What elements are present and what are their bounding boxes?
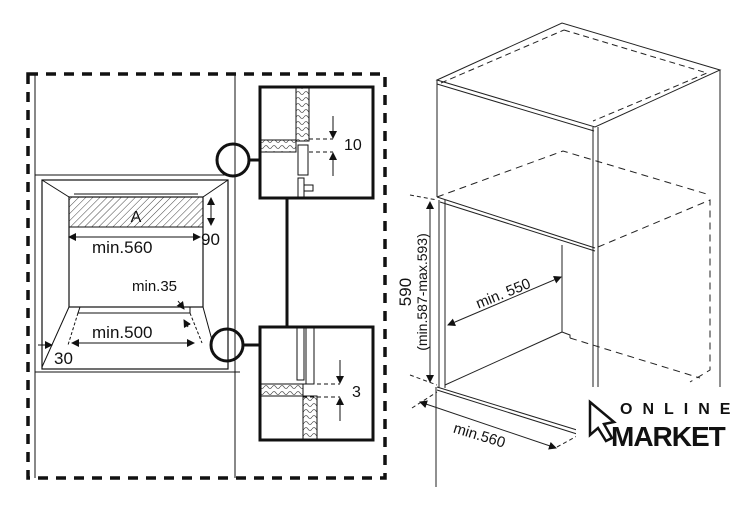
ventilation-area-a	[68, 196, 204, 228]
dim-min-500: min.500	[92, 323, 152, 342]
online-market-logo: ONLINE MARKET	[576, 388, 744, 452]
label-a: A	[131, 209, 142, 226]
dim-90: 90	[201, 230, 220, 249]
oven-frame	[41, 179, 229, 370]
dim-3: 3	[352, 384, 361, 401]
detail-marker-top	[215, 142, 251, 178]
cabinet-outline-dashed	[26, 72, 387, 480]
detail-top: 10	[258, 85, 375, 200]
detail-bottom: 3	[258, 325, 375, 442]
dim-width-min-560-cabinet: min.560	[451, 420, 507, 452]
detail-marker-bottom	[209, 327, 245, 363]
dim-height-590: 590	[396, 278, 415, 306]
logo-online: ONLINE	[620, 401, 740, 418]
dim-width-min-560: min.560	[92, 238, 152, 257]
logo-market: MARKET	[611, 421, 726, 452]
dim-min-35: min.35	[132, 278, 177, 295]
dim-depth-min-550: min. 550	[473, 275, 533, 312]
front-view: A min.560 90 min.35 min.500 30 10	[26, 72, 387, 480]
cursor-icon	[588, 399, 617, 443]
dim-height-range: (min.587-max.593)	[414, 233, 430, 351]
dim-30: 30	[54, 349, 73, 368]
cabinet-view	[409, 22, 722, 487]
dim-10: 10	[344, 137, 362, 154]
